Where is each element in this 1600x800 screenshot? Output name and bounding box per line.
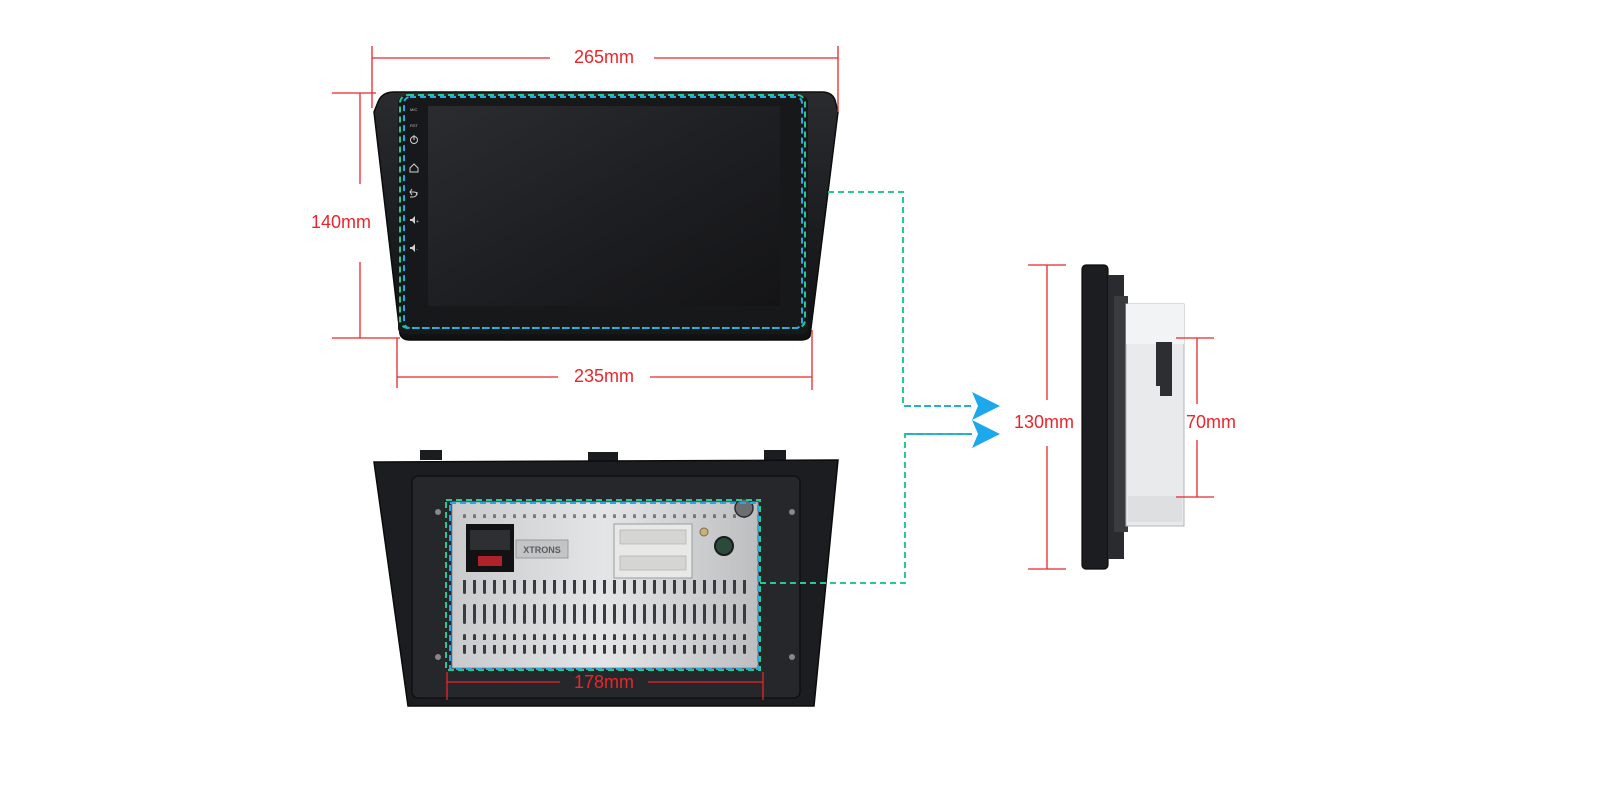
front-screen <box>428 106 780 306</box>
arrow-icon-bottom <box>972 420 1000 448</box>
back-connector-line <box>760 433 972 584</box>
logo-plate <box>515 539 569 559</box>
front-outline-green <box>399 94 806 329</box>
back-vents-bottom <box>462 645 752 663</box>
front-inner-width-label: 235mm <box>574 366 634 386</box>
front-inner-width-dimension <box>396 330 813 390</box>
side-height-dimension <box>1028 264 1066 570</box>
back-vents-main <box>462 580 752 640</box>
home-icon[interactable] <box>409 163 419 173</box>
volume-up-icon[interactable]: + <box>410 216 419 225</box>
front-outline-blue <box>403 96 803 329</box>
back-vents-top <box>462 504 752 518</box>
back-outline-blue <box>449 502 759 670</box>
side-height-label: 130mm <box>1014 412 1074 432</box>
side-bezel <box>1081 264 1109 570</box>
front-width-label: 265mm <box>574 47 634 67</box>
svg-text:-: - <box>416 247 418 253</box>
front-view: MIC RST + - <box>373 91 839 341</box>
back-knob <box>734 498 754 518</box>
back-width-dimension <box>446 672 764 700</box>
front-height-dimension <box>332 92 400 339</box>
back-outline-green <box>445 499 761 671</box>
antenna-jack <box>714 536 734 556</box>
power-icon[interactable] <box>410 135 418 144</box>
side-depth-dimension <box>1176 337 1214 498</box>
arrow-icon-top <box>972 392 1000 420</box>
back-icon[interactable] <box>409 188 418 198</box>
front-width-dimension <box>371 46 839 112</box>
back-width-label: 178mm <box>574 672 634 692</box>
side-view <box>1081 264 1185 570</box>
svg-text:+: + <box>416 219 419 225</box>
mic-label: MIC <box>410 107 417 112</box>
back-view: XTRONS <box>373 450 839 707</box>
volume-down-icon[interactable]: - <box>410 244 418 253</box>
front-connector-line <box>828 191 972 407</box>
brand-logo: XTRONS <box>523 545 561 555</box>
rst-label: RST <box>410 123 419 128</box>
front-height-label: 140mm <box>311 212 371 232</box>
side-depth-label: 70mm <box>1186 412 1236 432</box>
connector-lines <box>760 191 972 584</box>
